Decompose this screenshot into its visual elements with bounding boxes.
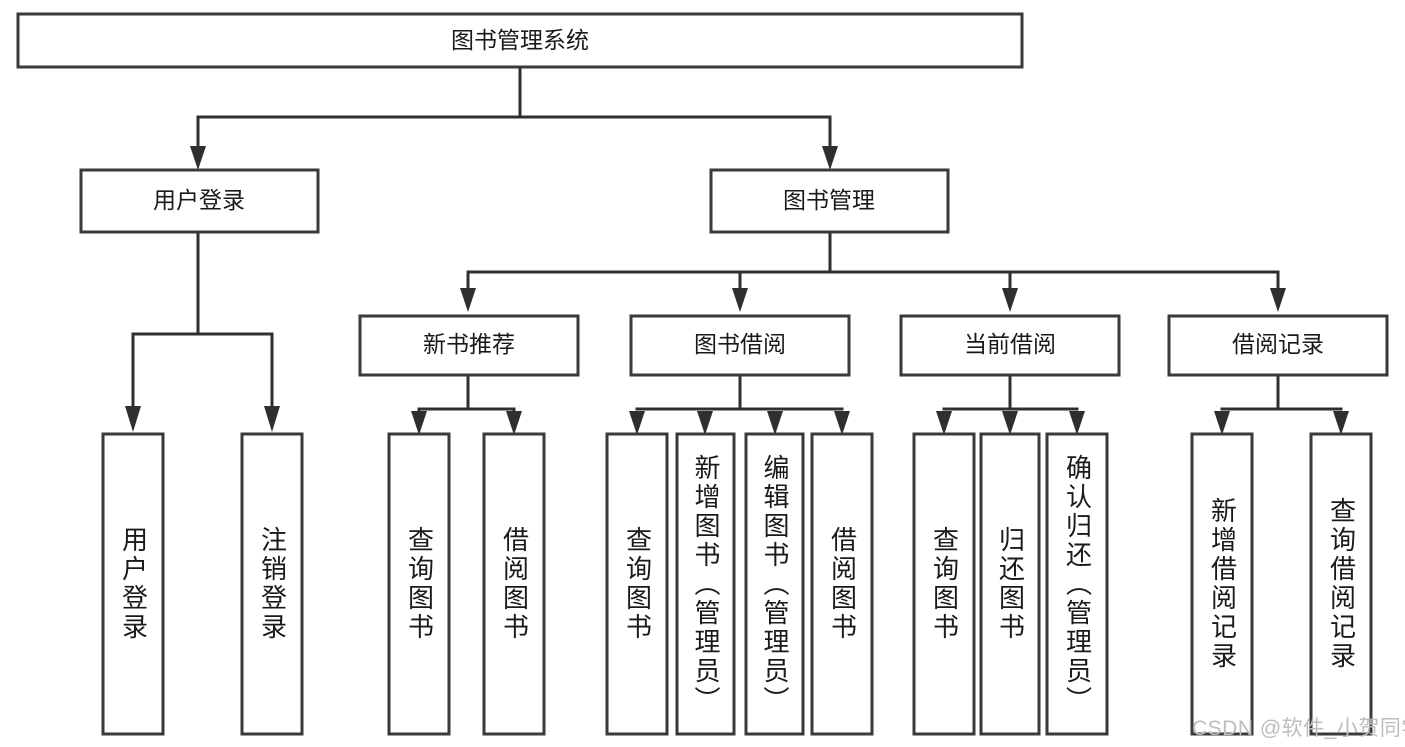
node-book-borrow[interactable]: 图书借阅 xyxy=(629,314,851,377)
node-current-borrow-label: 当前借阅 xyxy=(964,331,1056,357)
arrow-head-icon xyxy=(1333,411,1349,435)
leaf-box-book-borrow-3[interactable] xyxy=(810,432,874,736)
leaf-box-current-borrow-2[interactable] xyxy=(1045,432,1109,736)
arrow-head-icon xyxy=(767,411,783,435)
node-user-login-box[interactable] xyxy=(79,168,320,234)
node-new-book-recommend-label: 新书推荐 xyxy=(423,331,515,357)
node-current-borrow-box[interactable] xyxy=(899,314,1121,377)
arrow-head-icon xyxy=(125,406,141,432)
node-book-borrow-label: 图书借阅 xyxy=(694,331,786,357)
arrow-head-icon xyxy=(629,411,645,435)
node-book-manage-label: 图书管理 xyxy=(783,187,875,213)
arrow-head-icon xyxy=(264,406,280,432)
node-borrow-record-label: 借阅记录 xyxy=(1232,331,1324,357)
arrow-head-icon xyxy=(460,288,476,312)
arrow-head-icon xyxy=(411,411,427,435)
arrow-head-icon xyxy=(190,146,206,170)
node-book-borrow-box[interactable] xyxy=(629,314,851,377)
arrow-head-icon xyxy=(1214,411,1230,435)
leaf-box-user-login-0[interactable] xyxy=(101,432,165,736)
connector-group-root xyxy=(190,65,838,170)
arrow-head-icon xyxy=(697,411,713,435)
leaf-box-user-login-1[interactable] xyxy=(240,432,304,736)
node-new-book-recommend-box[interactable] xyxy=(358,314,580,377)
node-borrow-record-box[interactable] xyxy=(1167,314,1389,377)
arrow-head-icon xyxy=(1069,411,1085,435)
node-root[interactable]: 图书管理系统 xyxy=(16,12,1024,69)
node-root-box[interactable] xyxy=(16,12,1024,69)
connector-group-book-manage xyxy=(460,230,1286,312)
arrow-head-icon xyxy=(834,411,850,435)
node-current-borrow[interactable]: 当前借阅 xyxy=(899,314,1121,377)
arrow-head-icon xyxy=(732,288,748,312)
connector-group-borrow-record xyxy=(1214,373,1349,435)
connector-group-user-login xyxy=(125,230,280,432)
leaf-box-book-borrow-1[interactable] xyxy=(675,432,736,736)
leaf-box-book-borrow-0[interactable] xyxy=(605,432,669,736)
arrow-head-icon xyxy=(936,411,952,435)
node-book-manage-box[interactable] xyxy=(709,168,950,234)
node-user-login[interactable]: 用户登录 xyxy=(79,168,320,234)
leaf-box-new-book-1[interactable] xyxy=(482,432,546,736)
node-root-label: 图书管理系统 xyxy=(451,27,589,53)
arrow-head-icon xyxy=(822,146,838,170)
leaf-box-current-borrow-0[interactable] xyxy=(912,432,976,736)
connector-group-book-borrow xyxy=(629,373,850,435)
connector-group-new-book xyxy=(411,373,522,435)
arrow-head-icon xyxy=(1002,288,1018,312)
arrow-head-icon xyxy=(1270,288,1286,312)
watermark: CSDN @软件_小贺同学 xyxy=(1192,717,1405,740)
leaf-box-new-book-0[interactable] xyxy=(387,432,451,736)
connector-group-current-borrow xyxy=(936,373,1085,435)
leaf-box-borrow-record-1[interactable] xyxy=(1309,432,1373,736)
node-user-login-label: 用户登录 xyxy=(153,187,245,213)
leaf-box-current-borrow-1[interactable] xyxy=(979,432,1041,736)
arrow-head-icon xyxy=(1002,411,1018,435)
leaf-box-book-borrow-2[interactable] xyxy=(744,432,805,736)
leaf-box-borrow-record-0[interactable] xyxy=(1190,432,1254,736)
node-book-manage[interactable]: 图书管理 xyxy=(709,168,950,234)
node-borrow-record[interactable]: 借阅记录 xyxy=(1167,314,1389,377)
arrow-head-icon xyxy=(506,411,522,435)
node-new-book-recommend[interactable]: 新书推荐 xyxy=(358,314,580,377)
